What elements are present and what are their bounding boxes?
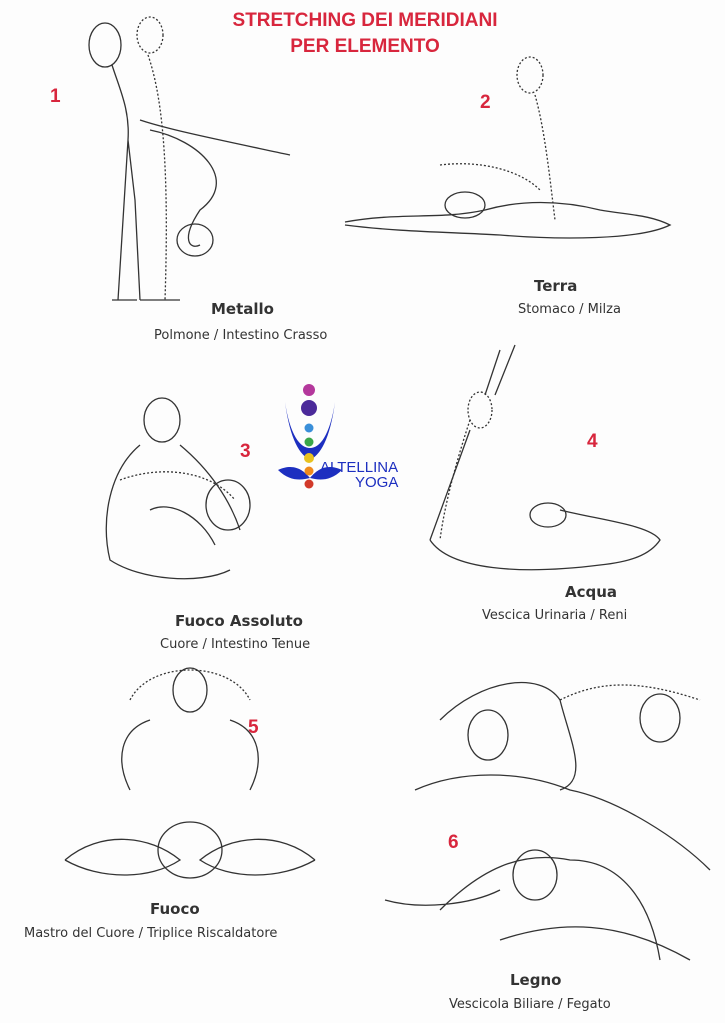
element-label-terra: Terra [534, 277, 578, 295]
logo-text-line-2: YOGA [355, 474, 399, 491]
organs-label-fuoco: Mastro del Cuore / Triplice Riscaldatore [24, 926, 278, 941]
pose-5-figure [64, 667, 316, 879]
element-label-acqua: Acqua [565, 583, 618, 601]
organs-label-fuoco-assoluto: Cuore / Intestino Tenue [160, 637, 311, 652]
title-line-1: STRETCHING DEI MERIDIANI [232, 10, 498, 31]
organs-label-acqua: Vescica Urinaria / Reni [482, 608, 628, 623]
organs-label-legno: Vescicola Biliare / Fegato [449, 997, 611, 1012]
element-label-fuoco-assoluto: Fuoco Assoluto [175, 612, 303, 630]
pose-number-5: 5 [248, 717, 259, 738]
pose-4-figure [429, 344, 661, 571]
pose-1-figure [88, 16, 291, 301]
pose-number-6: 6 [448, 832, 459, 853]
element-label-metallo: Metallo [211, 300, 274, 318]
pose-number-4: 4 [587, 431, 598, 452]
title-line-2: PER ELEMENTO [290, 36, 440, 57]
pose-number-2: 2 [480, 92, 491, 113]
organs-label-terra: Stomaco / Milza [518, 302, 621, 317]
element-label-legno: Legno [510, 971, 562, 989]
pose-2-figure [344, 56, 672, 239]
element-label-fuoco: Fuoco [150, 900, 200, 918]
organs-label-metallo: Polmone / Intestino Crasso [154, 328, 328, 343]
pose-number-1: 1 [50, 86, 61, 107]
logo-text-line-1: ALTELLINA [320, 459, 399, 476]
pose-3-figure [105, 397, 251, 580]
pose-6-figure [384, 681, 711, 961]
pose-number-3: 3 [240, 441, 251, 462]
